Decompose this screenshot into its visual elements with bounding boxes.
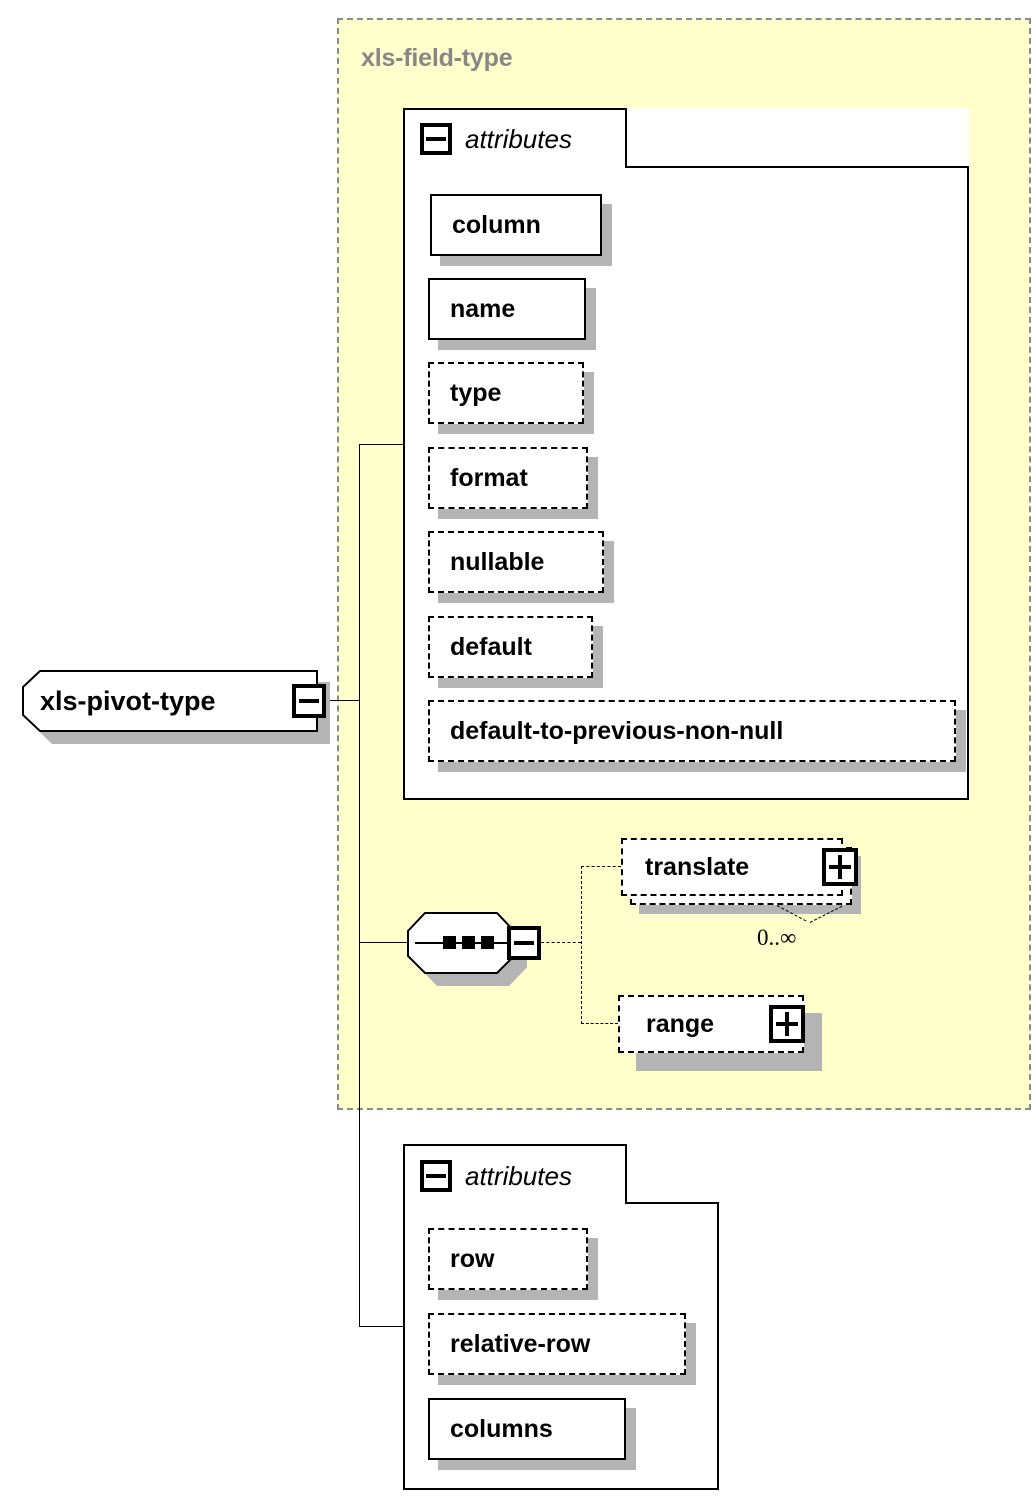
field-attributes-header-label: attributes [465,124,572,154]
element-label-translate: translate [645,852,750,881]
attribute-node-nullable[interactable]: nullable [428,531,614,603]
field-attributes-seam-cover [405,164,625,170]
attribute-node-type[interactable]: type [428,362,594,434]
group-title-xls-field-type: xls-field-type [361,44,513,72]
attribute-label-columns: columns [450,1414,553,1443]
pivot-attributes-header-label: attributes [465,1161,572,1191]
element-node-translate[interactable]: translate [621,838,861,914]
root-element-label: xls-pivot-type [40,685,216,716]
connector-sequence-spine [581,866,582,1024]
attribute-label-default: default [450,632,532,661]
translate-expand-icon[interactable] [822,848,858,886]
range-expand-icon[interactable] [769,1005,805,1043]
pivot-attributes-header-segment [403,1144,627,1204]
connector-to-pivot-attributes [359,1326,404,1327]
attribute-node-format[interactable]: format [428,447,598,519]
attribute-label-column: column [452,210,541,239]
element-label-range: range [646,1009,715,1038]
attribute-node-row[interactable]: row [428,1228,598,1300]
attribute-label-row: row [450,1244,495,1273]
sequence-compositor-node[interactable] [407,912,515,974]
connector-to-range [581,1023,618,1024]
sequence-collapse-icon[interactable] [507,926,541,960]
attribute-label-nullable: nullable [450,547,545,576]
field-attributes-collapse-icon[interactable] [420,123,452,155]
root-node-outline [22,670,318,732]
attribute-node-name[interactable]: name [428,278,596,350]
attribute-node-default-to-previous-non-null[interactable]: default-to-previous-non-null [428,700,966,772]
connector-root-stub [326,700,359,701]
root-collapse-icon[interactable] [292,684,326,718]
attribute-node-column[interactable]: column [430,194,612,266]
root-element-xls-pivot-type[interactable]: xls-pivot-type [22,670,330,744]
pivot-attributes-seam-cover [405,1200,625,1206]
connector-to-field-attributes [359,444,404,445]
attribute-node-default[interactable]: default [428,616,603,688]
attribute-label-format: format [450,463,528,492]
attribute-node-relative-row[interactable]: relative-row [428,1313,696,1385]
element-node-range[interactable]: range [618,995,822,1071]
connector-sequence-stub [541,942,581,943]
attribute-label-relative-row: relative-row [450,1329,591,1358]
pivot-attributes-collapse-icon[interactable] [420,1160,452,1192]
sequence-dots-line [415,936,507,949]
attribute-label-name: name [450,294,516,323]
attribute-label-default-to-previous-non-null: default-to-previous-non-null [450,716,784,745]
sequence-octagon-icon [407,912,515,974]
connector-root-spine [359,444,360,1326]
connector-to-sequence [359,942,407,943]
connector-to-translate [581,866,621,867]
translate-cardinality-label: 0..∞ [757,925,797,950]
attribute-label-type: type [450,378,502,407]
attribute-node-columns[interactable]: columns [428,1398,636,1470]
